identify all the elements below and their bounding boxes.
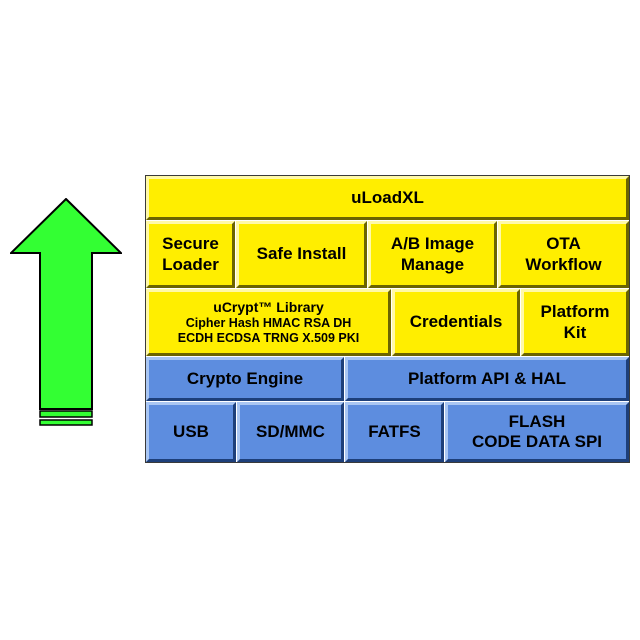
ab-image-line-1: A/B Image bbox=[390, 234, 475, 254]
secure-loader-line-2: Loader bbox=[162, 254, 219, 274]
sd-mmc-block: SD/MMC bbox=[237, 402, 344, 462]
ucrypt-line-2: Cipher Hash HMAC RSA DH bbox=[185, 315, 352, 330]
ab-image-manage-block: A/B Image Manage bbox=[368, 221, 497, 288]
up-arrow-icon bbox=[10, 198, 122, 428]
fatfs-block: FATFS bbox=[345, 402, 444, 462]
credentials-label: Credentials bbox=[409, 312, 503, 332]
uloadxl-label: uLoadXL bbox=[351, 187, 424, 207]
flash-line-2: CODE DATA SPI bbox=[471, 432, 603, 451]
crypto-engine-block: Crypto Engine bbox=[146, 357, 344, 401]
platform-kit-block: Platform Kit bbox=[521, 289, 629, 356]
arrow-tail-stripe-1 bbox=[39, 410, 93, 418]
safe-install-block: Safe Install bbox=[236, 221, 367, 288]
ucrypt-line-3: ECDH ECDSA TRNG X.509 PKI bbox=[177, 331, 360, 346]
flash-block: FLASH CODE DATA SPI bbox=[445, 402, 629, 462]
fatfs-label: FATFS bbox=[368, 421, 421, 441]
uloadxl-block: uLoadXL bbox=[146, 176, 629, 220]
ota-workflow-block: OTA Workflow bbox=[498, 221, 629, 288]
safe-install-line-1: Safe Install bbox=[256, 244, 347, 264]
ota-workflow-line-2: Workflow bbox=[525, 254, 602, 274]
platform-api-hal-label: Platform API & HAL bbox=[407, 368, 567, 388]
secure-loader-line-1: Secure bbox=[162, 234, 219, 254]
credentials-block: Credentials bbox=[392, 289, 520, 356]
arrow-tail-stripe-2 bbox=[39, 419, 93, 426]
usb-label: USB bbox=[173, 421, 209, 441]
crypto-engine-label: Crypto Engine bbox=[186, 368, 304, 388]
sd-mmc-label: SD/MMC bbox=[256, 421, 325, 441]
secure-loader-block: Secure Loader bbox=[146, 221, 235, 288]
ota-workflow-line-1: OTA bbox=[546, 234, 581, 254]
flash-line-1: FLASH bbox=[508, 411, 566, 431]
ucrypt-library-block: uCrypt™ Library Cipher Hash HMAC RSA DH … bbox=[146, 289, 391, 356]
ucrypt-title: uCrypt™ Library bbox=[213, 298, 324, 315]
platform-kit-line-2: Kit bbox=[563, 322, 587, 342]
usb-block: USB bbox=[146, 402, 236, 462]
ab-image-line-2: Manage bbox=[400, 254, 465, 274]
platform-api-hal-block: Platform API & HAL bbox=[345, 357, 629, 401]
platform-kit-line-1: Platform bbox=[540, 302, 610, 322]
up-arrow-shape bbox=[10, 198, 122, 410]
